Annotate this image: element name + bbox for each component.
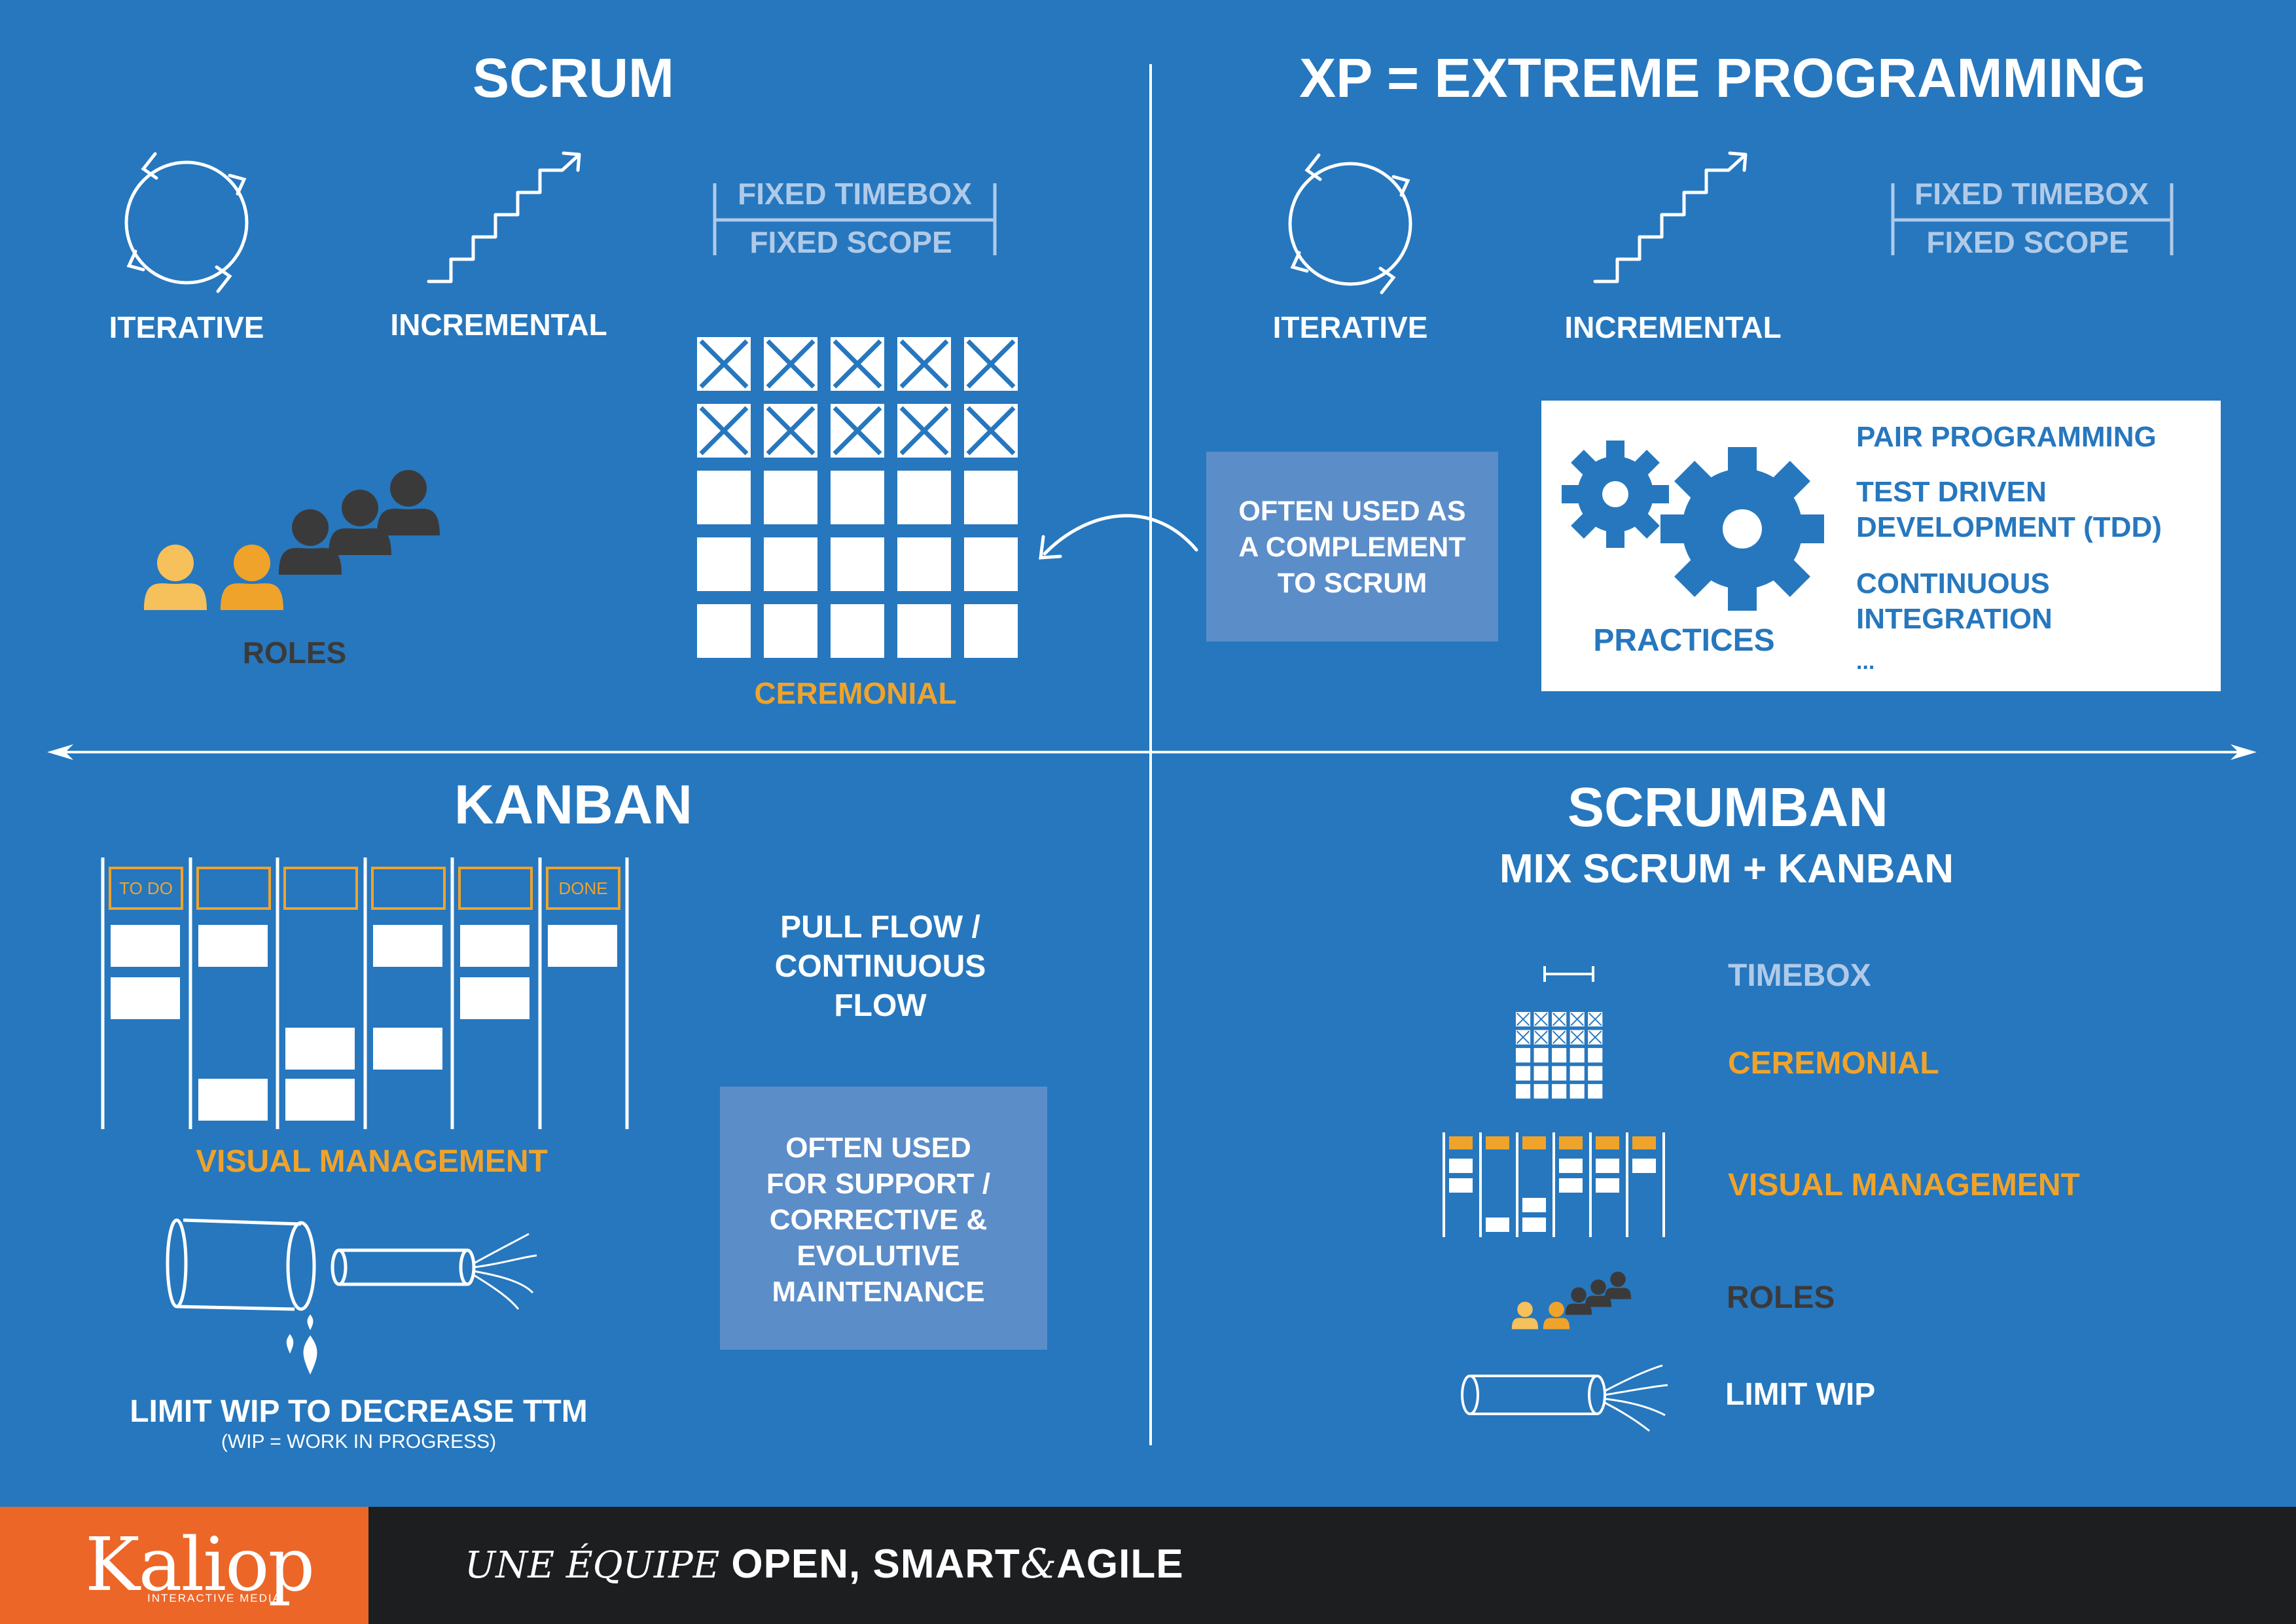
logo-wordmark: Kaliop: [85, 1523, 315, 1608]
scrumban-limit-wip-label: LIMIT WIP: [1725, 1377, 1875, 1412]
staircase-arrow-icon: [429, 153, 579, 281]
pipe-icon: [166, 1218, 537, 1311]
kaliop-logo[interactable]: [0, 1507, 368, 1624]
curved-arrow-icon: [1039, 514, 1198, 560]
xp-fixed-timebox: FIXED TIMEBOX: [1914, 177, 2149, 211]
scrum-fixed-scope: FIXED SCOPE: [749, 225, 952, 259]
mini-kanban-board-icon: [1443, 1132, 1665, 1237]
scrum-timebox-bracket: [713, 183, 997, 255]
people-icon: [144, 470, 440, 610]
mini-ceremonial-grid-icon: [1515, 1011, 1604, 1099]
support-line: MAINTENANCE: [772, 1276, 984, 1308]
wip-note: (WIP = WORK IN PROGRESS): [221, 1431, 496, 1453]
footer-tagline: UNE ÉQUIPE OPEN, SMART&AGILE: [465, 1540, 1184, 1587]
kanban-visual-management: VISUAL MANAGEMENT: [196, 1144, 548, 1179]
support-line: CORRECTIVE &: [770, 1204, 987, 1236]
footer-bar: [0, 1507, 2296, 1624]
mini-timebox-icon: [1543, 966, 1594, 982]
tagline-part: AGILE: [1056, 1542, 1184, 1587]
tagline-part: UNE ÉQUIPE: [465, 1544, 732, 1587]
done-label: DONE: [558, 878, 607, 898]
scrumban-subtitle: MIX SCRUM + KANBAN: [1499, 846, 1954, 892]
cycle-arrows-icon: [126, 154, 247, 291]
pull-flow-line: FLOW: [834, 988, 927, 1023]
left-arrowhead-icon: [47, 744, 73, 760]
scrum-roles-label: ROLES: [243, 636, 346, 670]
scrum-title: SCRUM: [473, 47, 674, 109]
mini-people-icon: [1511, 1271, 1632, 1329]
tagline-part: &: [1020, 1540, 1057, 1587]
practice-item: ...: [1856, 649, 1874, 674]
support-line: OFTEN USED: [785, 1132, 971, 1164]
xp-fixed-scope: FIXED SCOPE: [1926, 225, 2128, 259]
scrumban-ceremonial-label: CEREMONIAL: [1728, 1046, 1939, 1081]
kanban-title: KANBAN: [454, 774, 692, 835]
xp-timebox-bracket: [1891, 183, 2174, 255]
tagline-part: OPEN, SMART: [731, 1542, 1020, 1587]
xp-title: XP = EXTREME PROGRAMMING: [1299, 47, 2146, 109]
complement-line: OFTEN USED AS: [1238, 496, 1465, 527]
support-line: FOR SUPPORT /: [766, 1168, 990, 1200]
practice-item: PAIR PROGRAMMING: [1856, 421, 2157, 453]
practices-label: PRACTICES: [1593, 623, 1774, 658]
xp-complement-box: [1206, 452, 1498, 641]
practice-item: CONTINUOUS: [1856, 568, 2050, 600]
scrum-ceremonial-label: CEREMONIAL: [754, 676, 956, 710]
pull-flow-line: PULL FLOW /: [780, 910, 980, 945]
right-arrowhead-icon: [2231, 744, 2257, 760]
scrum-iterative-label: ITERATIVE: [109, 310, 264, 344]
xp-practices-panel: [1541, 401, 2221, 691]
xp-iterative-label: ITERATIVE: [1273, 310, 1428, 344]
kanban-support-box: [720, 1087, 1047, 1350]
complement-line: TO SCRUM: [1278, 568, 1427, 599]
complement-line: A COMPLEMENT: [1238, 532, 1465, 563]
xp-incremental-label: INCREMENTAL: [1564, 310, 1781, 344]
todo-label: TO DO: [119, 878, 173, 898]
limit-wip-heading: LIMIT WIP TO DECREASE TTM: [130, 1394, 588, 1429]
scrumban-timebox-label: TIMEBOX: [1728, 958, 1871, 993]
scrum-fixed-timebox: FIXED TIMEBOX: [738, 177, 972, 211]
cycle-arrows-icon: [1290, 155, 1410, 293]
scrumban-title: SCRUMBAN: [1568, 776, 1888, 838]
water-drop-icon: [286, 1314, 317, 1375]
logo-subtitle: INTERACTIVE MEDIA: [147, 1592, 281, 1604]
practice-item: DEVELOPMENT (TDD): [1856, 511, 2162, 543]
pull-flow-line: CONTINUOUS: [775, 949, 986, 984]
scrum-incremental-label: INCREMENTAL: [390, 308, 607, 342]
scrumban-roles-label: ROLES: [1727, 1280, 1835, 1315]
practice-item: INTEGRATION: [1856, 603, 2053, 635]
practice-item: TEST DRIVEN: [1856, 476, 2047, 508]
scrum-ceremonial-grid: [697, 337, 1018, 658]
gears-icon: [1562, 441, 1824, 611]
kanban-board: TO DO DONE: [101, 857, 629, 1129]
scrumban-visual-management-label: VISUAL MANAGEMENT: [1728, 1168, 2080, 1202]
support-line: EVOLUTIVE: [797, 1240, 960, 1272]
staircase-arrow-icon: [1595, 153, 1746, 281]
mini-pipe-icon: [1461, 1364, 1668, 1432]
